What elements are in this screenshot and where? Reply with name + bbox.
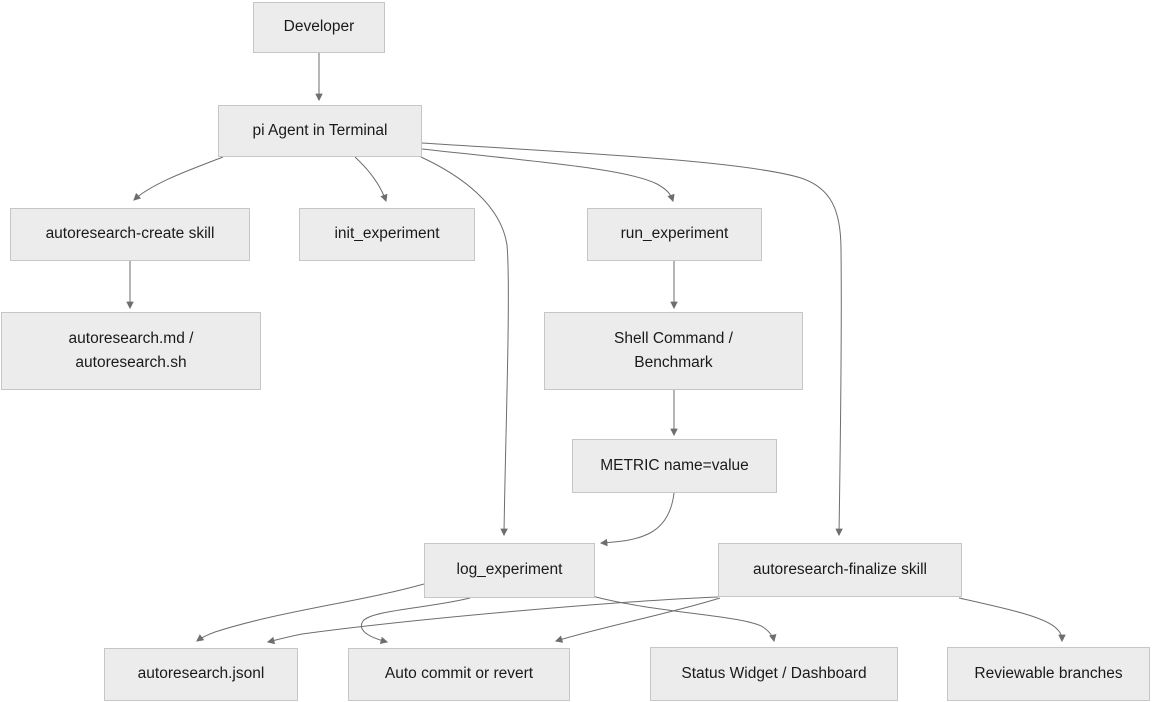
node-pi-agent-label: pi Agent in Terminal — [252, 121, 388, 139]
node-create-skill: autoresearch-create skill — [10, 208, 250, 261]
edge-log-experiment-to-jsonl — [196, 583, 425, 642]
node-run-experiment-label: run_experiment — [620, 225, 729, 243]
node-shell-benchmark-label: Shell Command / Benchmark — [614, 329, 733, 371]
node-run-experiment: run_experiment — [587, 208, 762, 261]
edge-pi-agent-to-create-skill — [133, 156, 224, 201]
node-log-experiment: log_experiment — [424, 543, 595, 598]
edge-log-experiment-to-status-widget — [591, 595, 777, 643]
node-developer: Developer — [253, 2, 385, 53]
node-finalize-skill: autoresearch-finalize skill — [718, 543, 962, 597]
edge-finalize-skill-to-reviewable-branches — [958, 597, 1066, 643]
node-create-skill-label: autoresearch-create skill — [45, 225, 215, 243]
node-auto-commit-label: Auto commit or revert — [384, 665, 534, 683]
edge-log-experiment-to-auto-commit — [361, 597, 471, 645]
node-metric: METRIC name=value — [572, 439, 777, 493]
node-metric-label: METRIC name=value — [600, 456, 749, 474]
node-reviewable-branches-label: Reviewable branches — [974, 664, 1123, 682]
edge-pi-agent-to-run-experiment — [421, 148, 675, 203]
edge-pi-agent-to-init-experiment — [354, 156, 388, 203]
edge-pi-agent-to-log-experiment — [420, 156, 509, 537]
node-status-widget: Status Widget / Dashboard — [650, 647, 898, 701]
edge-metric-to-log-experiment — [599, 492, 675, 547]
edge-finalize-skill-to-auto-commit — [554, 597, 721, 643]
edge-finalize-skill-to-jsonl — [266, 596, 719, 645]
node-shell-benchmark: Shell Command / Benchmark — [544, 312, 803, 390]
node-pi-agent: pi Agent in Terminal — [218, 105, 422, 157]
node-jsonl-label: autoresearch.jsonl — [137, 665, 265, 683]
node-autoresearch-files: autoresearch.md / autoresearch.sh — [1, 312, 261, 390]
node-status-widget-label: Status Widget / Dashboard — [681, 664, 867, 682]
node-jsonl: autoresearch.jsonl — [104, 648, 298, 701]
node-finalize-skill-label: autoresearch-finalize skill — [752, 560, 928, 578]
edge-pi-agent-to-finalize-skill — [421, 142, 843, 537]
node-developer-label: Developer — [283, 18, 355, 36]
node-init-experiment-label: init_experiment — [334, 225, 440, 243]
node-init-experiment: init_experiment — [299, 208, 475, 261]
node-log-experiment-label: log_experiment — [456, 561, 563, 579]
node-reviewable-branches: Reviewable branches — [947, 647, 1150, 701]
node-autoresearch-files-label: autoresearch.md / autoresearch.sh — [68, 329, 194, 371]
node-auto-commit: Auto commit or revert — [348, 648, 570, 701]
